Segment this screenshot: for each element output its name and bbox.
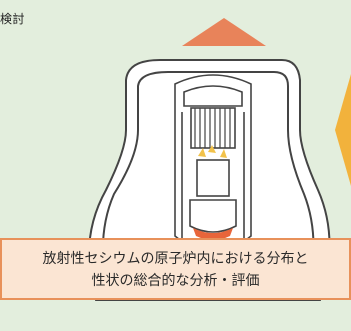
caption-line-2: 性状の総合的な分析・評価 — [91, 273, 260, 289]
molten-debris — [193, 228, 233, 240]
arrow-up-icon — [182, 18, 266, 46]
caption-box: 放射性セシウムの原子炉内における分布と 性状の総合的な分析・評価 — [0, 238, 351, 300]
arrow-right-icon — [335, 74, 351, 186]
heat-marks — [198, 145, 227, 158]
top-label: 検討 — [0, 12, 26, 26]
reactor-vessel-icon — [174, 74, 252, 253]
caption-line-1: 放射性セシウムの原子炉内における分布と — [42, 251, 309, 267]
